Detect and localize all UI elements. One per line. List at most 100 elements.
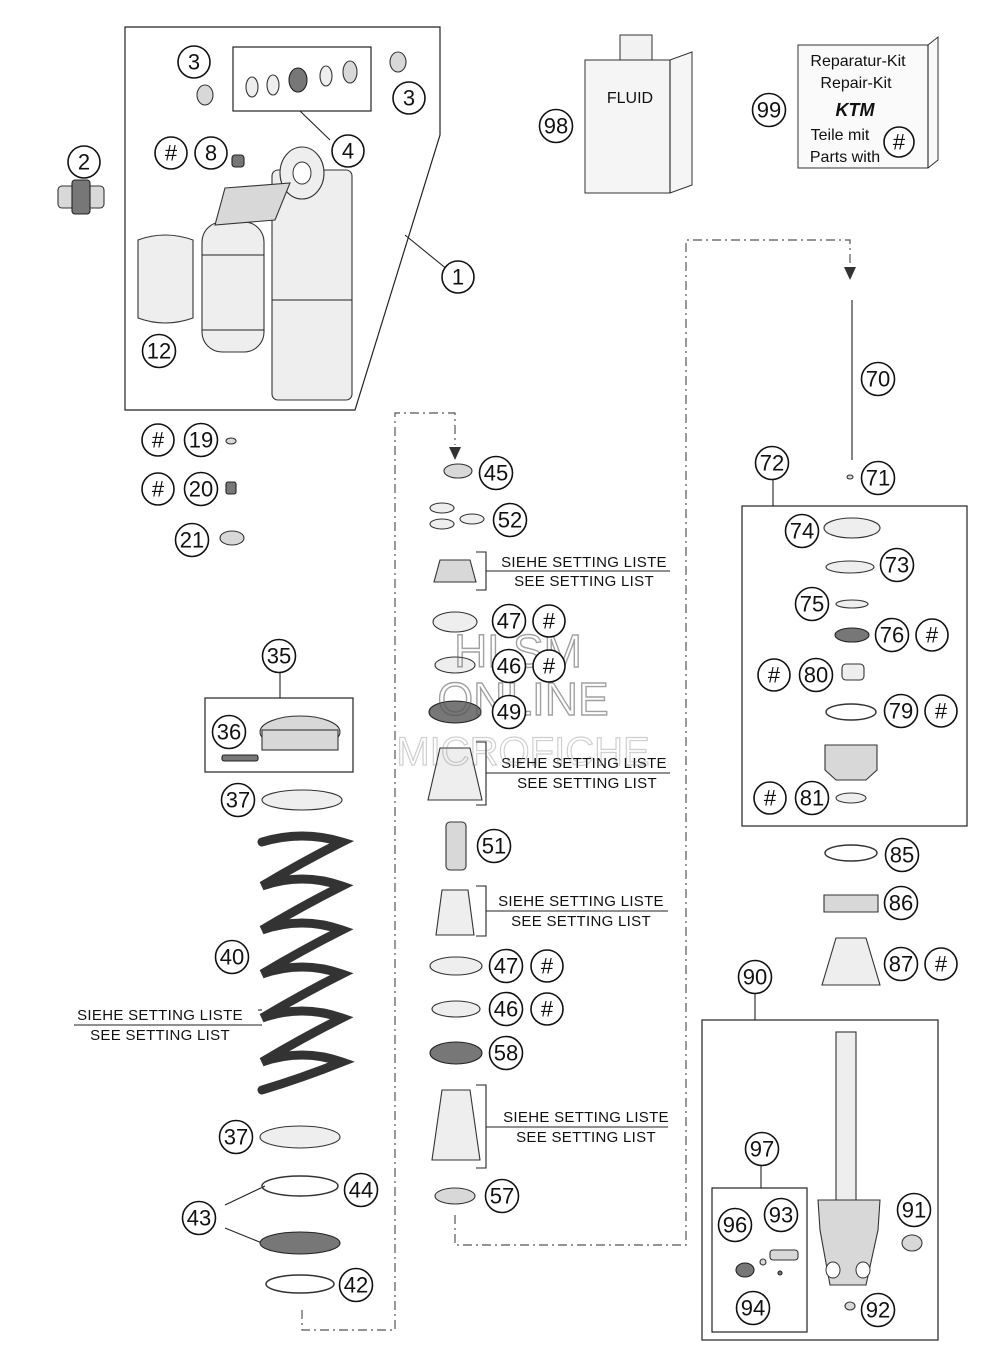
part-callout-79: 79 [883, 693, 919, 729]
kit-marker-callout: # [924, 947, 958, 981]
shock-assembly-frame [124, 26, 441, 411]
screw-20 [225, 481, 237, 495]
valve-8 [231, 154, 245, 168]
svg-text:19: 19 [189, 428, 213, 453]
svg-text:70: 70 [866, 367, 890, 392]
adjuster-frame [204, 697, 354, 773]
svg-text:57: 57 [490, 1184, 514, 1209]
part-callout-99: 99 [751, 92, 787, 128]
part-callout-71: 71 [860, 460, 896, 496]
setting-note-4: SIEHE SETTING LISTE SEE SETTING LIST [503, 1109, 668, 1146]
svg-text:47: 47 [497, 609, 521, 634]
fluid-bottle [584, 34, 693, 194]
part-callout-4: 4 [331, 134, 365, 168]
part-callout-51: 51 [476, 828, 512, 864]
svg-text:#: # [926, 623, 939, 648]
part-callout-86: 86 [883, 885, 919, 921]
svg-text:Reparatur-Kit: Reparatur-Kit [810, 53, 906, 70]
svg-text:58: 58 [494, 1041, 518, 1066]
svg-text:71: 71 [866, 466, 890, 491]
svg-text:#: # [543, 609, 556, 634]
part-callout-94: 94 [735, 1290, 771, 1326]
svg-text:47: 47 [494, 954, 518, 979]
svg-text:51: 51 [482, 834, 506, 859]
svg-text:90: 90 [743, 965, 767, 990]
spring-retainer-43 [259, 1231, 341, 1255]
piston-stack [427, 463, 485, 1205]
part-callout-91: 91 [896, 1192, 932, 1228]
part-callout-46: 46 [488, 991, 524, 1027]
part-callout-87: 87 [883, 946, 919, 982]
ktm-logo: KTM [836, 100, 876, 120]
svg-text:40: 40 [220, 945, 244, 970]
valve-2 [57, 179, 105, 215]
svg-text:#: # [768, 663, 781, 688]
svg-text:3: 3 [188, 50, 200, 75]
svg-text:20: 20 [189, 477, 213, 502]
kit-marker-callout: # [530, 949, 564, 983]
spring-seat-37-bottom [259, 1125, 341, 1149]
leader-lines [74, 110, 774, 1244]
part-callout-8: 8 [194, 136, 228, 170]
part-callout-36: 36 [211, 714, 247, 750]
svg-text:3: 3 [403, 86, 415, 111]
part-callout-80: 80 [798, 657, 834, 693]
part-callout-73: 73 [879, 547, 915, 583]
svg-text:Parts with: Parts with [810, 149, 880, 166]
ring-44 [261, 1175, 339, 1197]
routing-line-spring [301, 412, 456, 1331]
svg-text:76: 76 [880, 623, 904, 648]
callout-group: 3342#8112#19#20219899455247#46#495147#46… [67, 45, 958, 1328]
part-callout-46: 46 [491, 648, 527, 684]
part-callout-93: 93 [763, 1197, 799, 1233]
seal-head-parts [823, 517, 881, 804]
svg-text:#: # [764, 786, 777, 811]
svg-text:97: 97 [750, 1137, 774, 1162]
repair-kit-badge: # [893, 130, 906, 155]
arrow-down-icon [449, 447, 461, 460]
part-callout-3: 3 [177, 45, 211, 79]
part-callout-20: 20 [183, 471, 219, 507]
svg-text:SIEHE SETTING LISTE: SIEHE SETTING LISTE [501, 755, 667, 772]
svg-text:99: 99 [757, 98, 781, 123]
setting-note-1: SIEHE SETTING LISTE SEE SETTING LIST [501, 554, 666, 590]
svg-text:43: 43 [187, 1206, 211, 1231]
part-callout-70: 70 [860, 361, 896, 397]
part-callout-12: 12 [141, 333, 177, 369]
svg-text:73: 73 [885, 553, 909, 578]
svg-text:37: 37 [226, 788, 250, 813]
svg-text:Repair-Kit: Repair-Kit [820, 75, 892, 92]
svg-text:46: 46 [494, 997, 518, 1022]
svg-text:SEE SETTING LIST: SEE SETTING LIST [517, 775, 657, 792]
part-callout-19: 19 [183, 422, 219, 458]
svg-text:93: 93 [769, 1203, 793, 1228]
part-callout-35: 35 [261, 638, 297, 674]
washer-19 [225, 437, 237, 445]
setting-note-3: SIEHE SETTING LISTE SEE SETTING LIST [498, 893, 663, 930]
part-callout-47: 47 [488, 948, 524, 984]
bushing-21 [219, 530, 245, 546]
svg-text:#: # [152, 477, 165, 502]
kit-marker-callout: # [757, 658, 791, 692]
o-ring-71 [846, 474, 854, 480]
adjuster-ring [221, 715, 341, 762]
kit-marker-callout: # [530, 992, 564, 1026]
part-callout-43: 43 [181, 1200, 217, 1236]
ring-42 [265, 1274, 335, 1294]
svg-text:52: 52 [498, 508, 522, 533]
part-callout-45: 45 [478, 455, 514, 491]
svg-text:SEE SETTING LIST: SEE SETTING LIST [90, 1027, 230, 1044]
part-callout-52: 52 [492, 502, 528, 538]
svg-text:SIEHE SETTING LISTE: SIEHE SETTING LISTE [77, 1007, 243, 1024]
reservoir [201, 182, 291, 353]
kit-marker-callout: # [141, 472, 175, 506]
svg-text:98: 98 [544, 114, 568, 139]
part-callout-37: 37 [218, 1119, 254, 1155]
kit-marker-callout: # [141, 423, 175, 457]
svg-text:85: 85 [890, 843, 914, 868]
svg-text:1: 1 [452, 265, 464, 290]
seal-head-frame [741, 505, 968, 827]
part-callout-90: 90 [737, 959, 773, 995]
bushing-kit-frame [232, 46, 372, 112]
